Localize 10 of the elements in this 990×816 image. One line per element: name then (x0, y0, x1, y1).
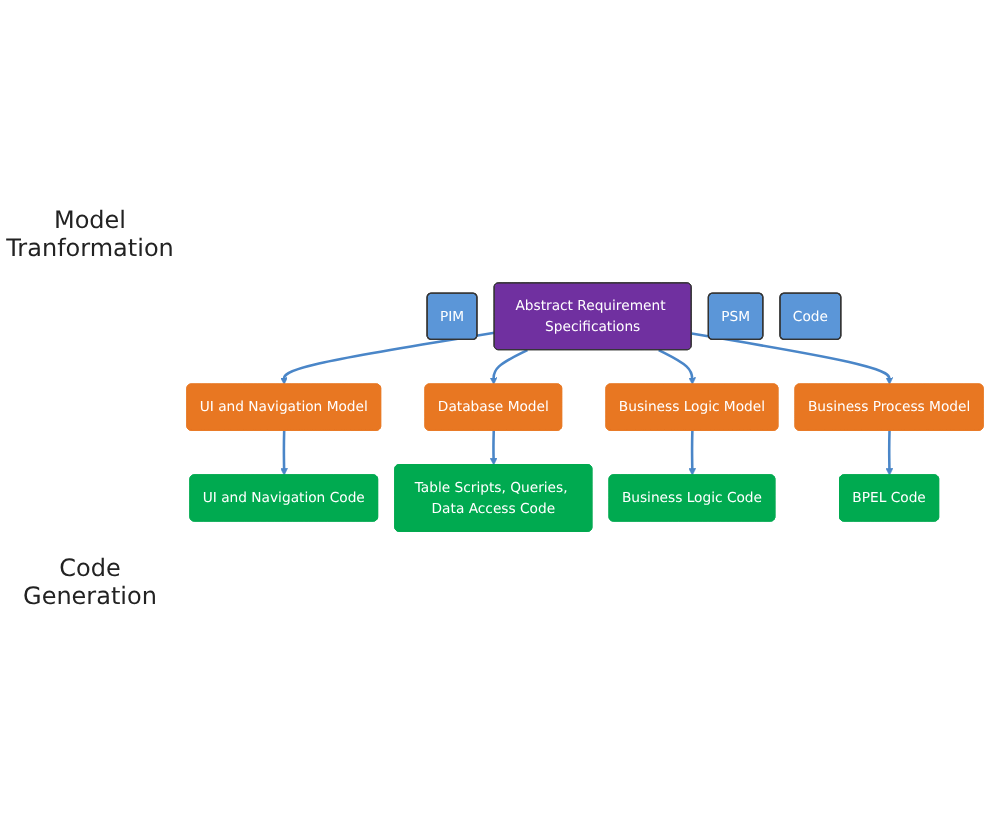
arrow (885, 431, 894, 477)
arrow (691, 333, 894, 386)
step-label: Model Tranformation (4, 206, 176, 262)
arrow (489, 349, 528, 386)
arrow (280, 431, 288, 477)
step-label: Code Generation (21, 554, 159, 610)
arrow (280, 332, 495, 386)
arrow (658, 349, 696, 386)
arrow (688, 431, 697, 477)
arrow (489, 431, 498, 467)
